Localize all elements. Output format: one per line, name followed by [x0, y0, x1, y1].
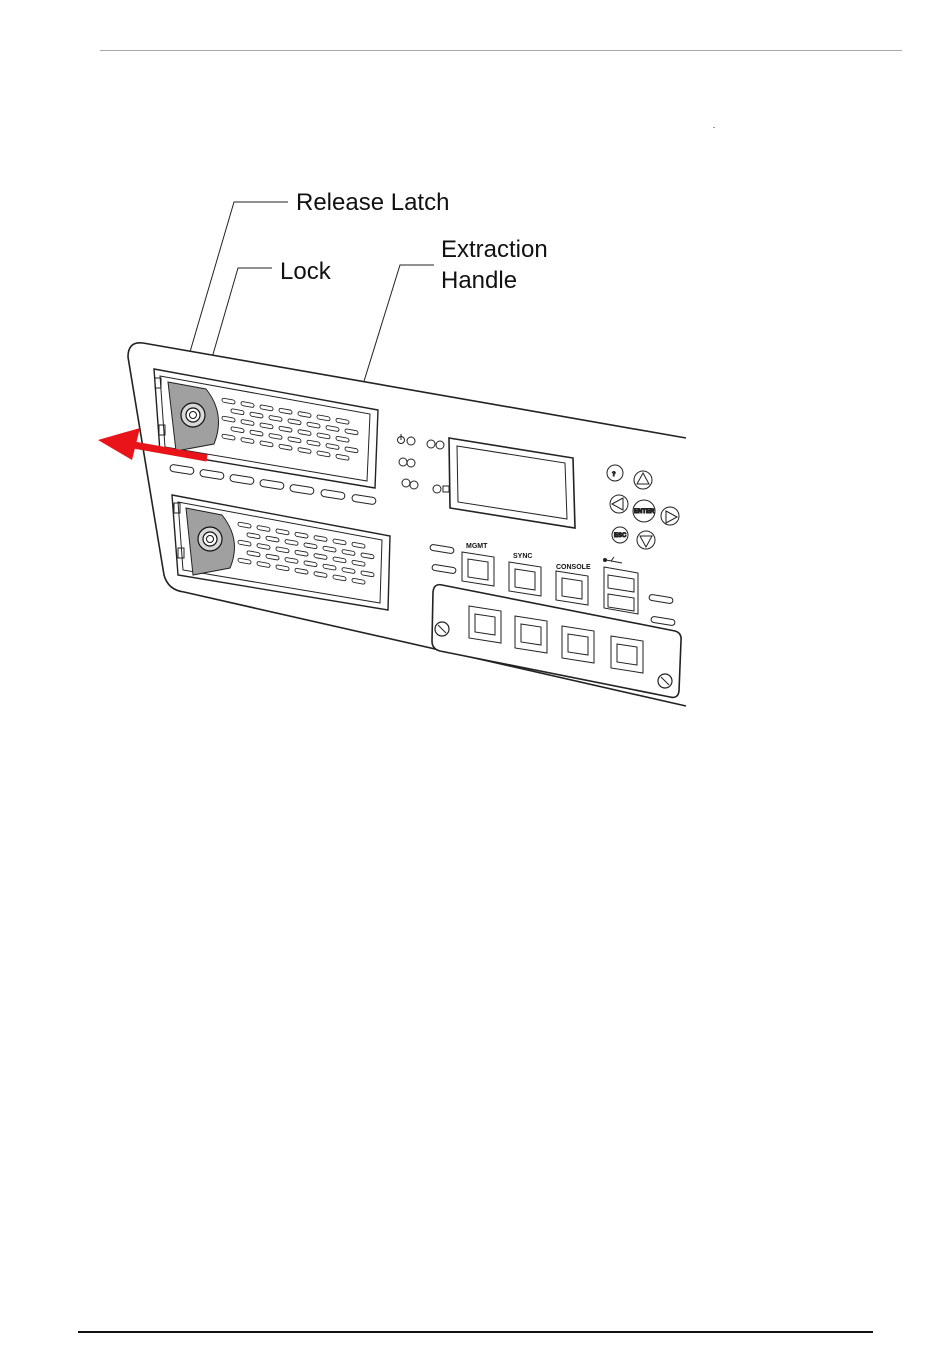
callout-release-latch: Release Latch: [296, 187, 449, 218]
up-arrow-icon: [634, 471, 652, 489]
callout-extraction-handle-line2: Handle: [441, 265, 517, 296]
module-port-4: [611, 636, 643, 673]
left-arrow-icon: [610, 495, 628, 513]
callout-lock: Lock: [280, 256, 331, 287]
sync-port: [509, 562, 541, 596]
module-port-3: [562, 626, 594, 663]
enter-label: ENTER: [634, 509, 655, 515]
down-arrow-icon: [637, 531, 655, 549]
usb-ports: [604, 567, 638, 614]
footer-rule: [78, 1331, 873, 1333]
mgmt-port: [462, 552, 494, 586]
lock-upper: [181, 403, 205, 427]
sync-label: SYNC: [513, 553, 532, 560]
module-port-2: [515, 616, 547, 653]
esc-label: ESC: [614, 533, 627, 539]
module-port-1: [469, 606, 501, 643]
console-label: CONSOLE: [556, 564, 591, 571]
lock-lower: [198, 527, 222, 551]
mgmt-label: MGMT: [466, 543, 488, 550]
right-arrow-icon: [661, 507, 679, 525]
help-icon: ?: [612, 472, 616, 478]
callout-extraction-handle-line1: Extraction: [441, 234, 548, 265]
console-port: [556, 571, 588, 605]
